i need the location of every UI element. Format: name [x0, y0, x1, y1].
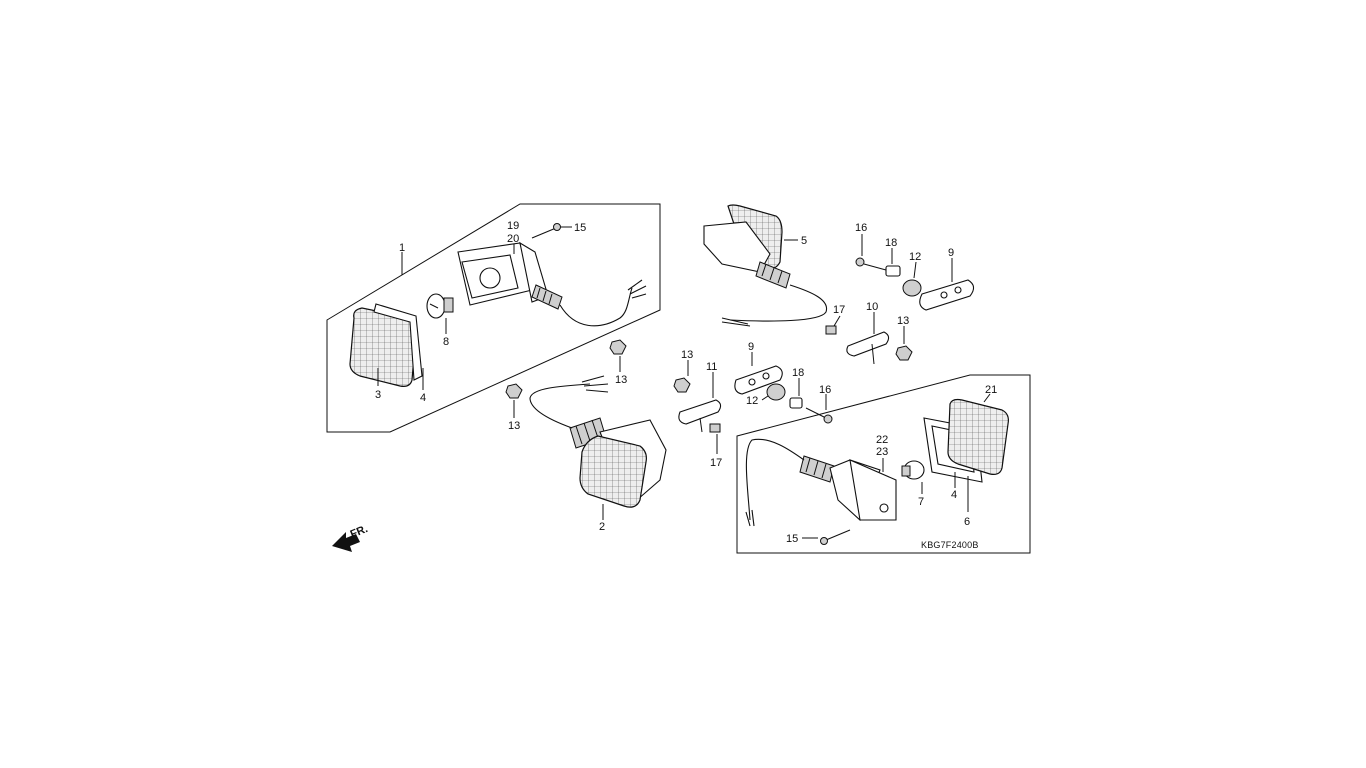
callout-8: 8: [443, 336, 449, 348]
wire-signal-5: [729, 284, 828, 322]
callout-11: 11: [706, 361, 717, 373]
callout-7: 7: [918, 496, 924, 508]
callout-9: 9: [748, 341, 754, 353]
bracket-11[interactable]: [678, 399, 722, 433]
callout-23: 23: [876, 446, 888, 458]
screw-15-top[interactable]: [531, 223, 561, 239]
gasket-4-left[interactable]: [373, 303, 423, 381]
callout-6: 6: [964, 516, 970, 528]
callout-10: 10: [866, 301, 878, 313]
rubber-12-middle[interactable]: [766, 383, 786, 401]
wire-left-assembly: [559, 287, 633, 327]
lens-3[interactable]: [349, 307, 417, 387]
callout-18: 18: [792, 367, 804, 379]
callout-3: 3: [375, 389, 381, 401]
turn-signal-housing-left[interactable]: [457, 241, 563, 310]
leader-lines: [377, 226, 991, 539]
callout-5: 5: [801, 235, 807, 247]
callout-4: 4: [420, 392, 426, 404]
wire-right-assembly: [745, 438, 805, 521]
direction-label: FR.: [349, 523, 370, 541]
callout-12: 12: [909, 251, 921, 263]
screw-15-bottom[interactable]: [820, 529, 851, 545]
callout-9: 9: [948, 247, 954, 259]
diagram-code: KBG7F2400B: [921, 540, 979, 550]
callout-1: 1: [399, 242, 405, 254]
assembly-boundary-6: [736, 374, 1031, 554]
callout-13: 13: [681, 349, 693, 361]
front-direction-arrow: FR.: [332, 523, 370, 552]
nut-13-lower[interactable]: [505, 383, 523, 399]
callout-19: 19: [507, 220, 519, 232]
callout-2: 2: [599, 521, 605, 533]
lens-21[interactable]: [947, 398, 1009, 475]
callout-15: 15: [786, 533, 798, 545]
assembly-boundary-1: [326, 203, 661, 433]
callout-13: 13: [508, 420, 520, 432]
callout-13: 13: [897, 315, 909, 327]
nut-13-middle[interactable]: [673, 377, 691, 393]
rubber-12-upper[interactable]: [902, 279, 922, 297]
callout-22: 22: [876, 434, 888, 446]
nut-13-upper[interactable]: [609, 339, 627, 355]
callout-4: 4: [951, 489, 957, 501]
bulb-7[interactable]: [901, 460, 925, 480]
turn-signal-housing-right[interactable]: [799, 455, 897, 521]
turn-signal-2[interactable]: [569, 417, 667, 508]
callout-12: 12: [746, 395, 758, 407]
callout-16: 16: [819, 384, 831, 396]
callout-21: 21: [985, 384, 997, 396]
wire-signal-2: [529, 383, 591, 429]
collar-18-middle[interactable]: [789, 397, 803, 409]
bolt-16-upper[interactable]: [855, 257, 887, 271]
bolt-17-middle[interactable]: [709, 423, 721, 433]
arrow-icon: [332, 532, 360, 552]
callout-13: 13: [615, 374, 627, 386]
plate-9-upper[interactable]: [919, 279, 975, 311]
callout-18: 18: [885, 237, 897, 249]
bolt-17-upper[interactable]: [825, 325, 837, 335]
callout-20: 20: [507, 233, 519, 245]
bulb-8[interactable]: [426, 293, 454, 319]
bolt-16-middle[interactable]: [805, 407, 833, 424]
turn-signal-5[interactable]: [703, 204, 791, 289]
callout-labels: 1 3 4 8 19 20 15 13 13 2 5 16 18 12 9 10…: [375, 220, 997, 545]
callout-15: 15: [574, 222, 586, 234]
nut-13-right[interactable]: [895, 345, 913, 361]
callout-16: 16: [855, 222, 867, 234]
callout-17: 17: [833, 304, 845, 316]
collar-18-upper[interactable]: [885, 265, 901, 277]
callout-17: 17: [710, 457, 722, 469]
bracket-10[interactable]: [846, 331, 890, 365]
plate-9-middle[interactable]: [734, 365, 783, 395]
